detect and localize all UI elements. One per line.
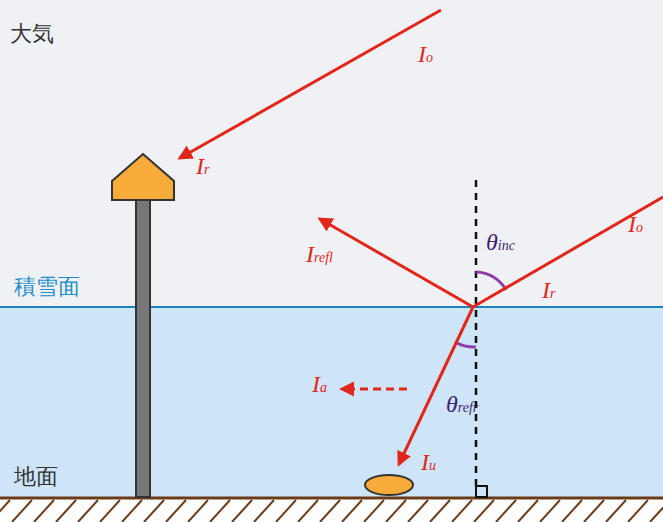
ray-label-holder: Io xyxy=(628,210,643,239)
ray-label-holder: Irefl xyxy=(306,240,333,269)
ray-label-holder: Io xyxy=(418,40,433,69)
ray-label-holder: Ir xyxy=(196,152,209,181)
ray-label: Io xyxy=(418,40,433,69)
ground-fill xyxy=(0,497,663,522)
atmosphere xyxy=(0,0,663,307)
ray-label: Iu xyxy=(421,448,436,477)
snow-layer xyxy=(0,307,663,497)
ground-sensor xyxy=(365,475,413,495)
incident-ray-surface xyxy=(473,197,663,307)
ground-hatch xyxy=(0,500,663,522)
angle-label: θrefr xyxy=(446,390,478,419)
region-label: 大気 xyxy=(10,22,54,46)
ray-label-holder: Ia xyxy=(312,370,327,399)
absorbed-ray xyxy=(342,388,407,391)
region-label-holder: 大気 xyxy=(10,22,54,46)
region-label: 地面 xyxy=(14,465,58,489)
region-label: 積雪面 xyxy=(14,275,80,299)
incidence-angle-arc xyxy=(476,272,506,290)
snow-surface xyxy=(0,306,663,308)
sensor-pole xyxy=(136,198,150,497)
ray-label: Ia xyxy=(312,370,327,399)
refracted-ray xyxy=(399,307,473,464)
normal-line xyxy=(475,180,478,492)
region-label-holder: 地面 xyxy=(14,465,58,489)
ray-label: Irefl xyxy=(306,240,333,269)
angle-label-holder: θinc xyxy=(486,228,515,257)
right-angle-mark xyxy=(476,486,487,497)
reflected-ray xyxy=(320,219,473,307)
ray-label-holder: Ir xyxy=(542,276,555,305)
angle-label-holder: θrefr xyxy=(446,390,478,419)
refraction-angle-arc xyxy=(455,342,476,347)
ground-line xyxy=(0,497,663,500)
incident-ray-sensor xyxy=(180,10,441,158)
ray-label: Ir xyxy=(542,276,555,305)
ray-label: Io xyxy=(628,210,643,239)
region-label-holder: 積雪面 xyxy=(14,275,80,299)
angle-label: θinc xyxy=(486,228,515,257)
sensor-head xyxy=(112,154,174,200)
ray-label-holder: Iu xyxy=(421,448,436,477)
ray-label: Ir xyxy=(196,152,209,181)
